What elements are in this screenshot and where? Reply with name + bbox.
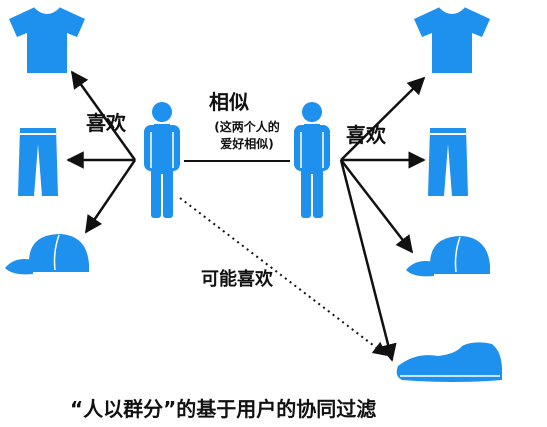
arrow-to-shoe — [339, 159, 397, 362]
left-like-arrows — [66, 70, 137, 234]
right-like-arrows — [339, 76, 426, 362]
like-label-left: 喜欢 — [86, 111, 126, 135]
person-icon — [293, 102, 331, 219]
similar-label: 相似 — [209, 90, 249, 114]
arrow-to-cap — [340, 159, 414, 254]
like-label-right: 喜欢 — [346, 123, 386, 147]
similar-note: (这两个人的 爱好相似) — [203, 119, 291, 153]
arrow-to-tshirt — [340, 76, 426, 161]
tshirt-icon — [8, 6, 86, 74]
shoe-icon — [395, 341, 503, 383]
recommendation-arrow — [179, 197, 388, 356]
pants-icon — [428, 128, 468, 196]
similar-note-line2: 爱好相似) — [220, 137, 274, 151]
similar-note-line1: (这两个人的 — [214, 120, 280, 134]
arrow-to-tshirt — [70, 70, 137, 161]
maybe-like-label: 可能喜欢 — [201, 269, 273, 290]
cap-icon — [405, 235, 491, 278]
arrow-to-cap — [84, 159, 137, 234]
cap-icon — [4, 233, 90, 276]
tshirt-icon — [413, 6, 491, 74]
pants-icon — [18, 128, 58, 196]
person-icon — [143, 102, 181, 219]
caption: “人以群分”的基于用户的协同过滤 — [70, 397, 377, 421]
